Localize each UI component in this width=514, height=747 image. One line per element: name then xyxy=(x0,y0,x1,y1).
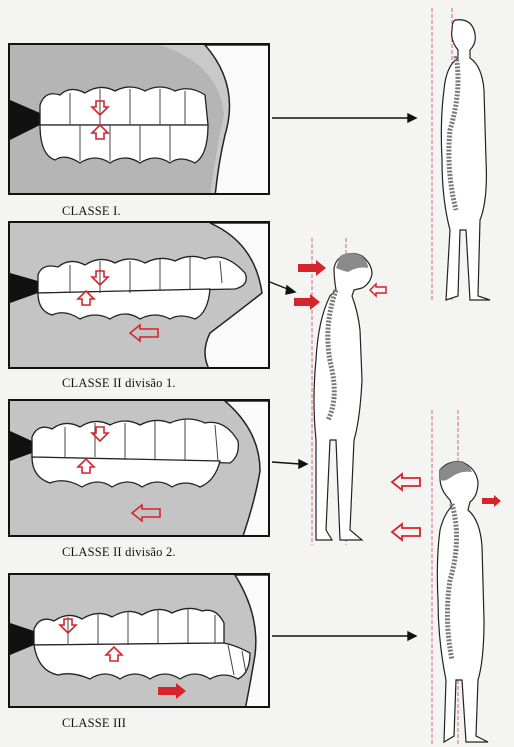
red-arrow-icon xyxy=(392,524,420,540)
head-hair xyxy=(336,253,368,272)
dental-panel-classe-3 xyxy=(8,573,270,708)
posture-figure-classe-3 xyxy=(392,410,501,744)
caption-classe-1: CLASSE I. xyxy=(62,204,121,219)
arrow-line-classe-2-div-2 xyxy=(272,462,300,464)
head-hair xyxy=(440,462,472,481)
caption-classe-2-div-2: CLASSE II divisão 2. xyxy=(62,545,176,560)
human-posture-silhouette-icon xyxy=(441,20,490,300)
dental-panel-classe-1 xyxy=(8,43,270,195)
human-posture-silhouette-icon xyxy=(314,253,372,540)
red-arrow-icon xyxy=(370,284,386,296)
connector-arrows xyxy=(270,114,416,640)
classe-3-teeth-illustration xyxy=(10,575,270,708)
red-arrow-icon xyxy=(294,294,320,310)
red-arrow-icon xyxy=(298,260,326,276)
classe-2-div-2-teeth-illustration xyxy=(10,401,270,537)
human-posture-silhouette-icon xyxy=(437,462,488,742)
arrow-head-icon xyxy=(299,460,307,468)
dental-panel-classe-2-div-2 xyxy=(8,399,270,537)
arrow-head-icon xyxy=(408,632,416,640)
spine-icon xyxy=(449,56,458,210)
classe-1-teeth-illustration xyxy=(10,45,270,195)
red-arrow-icon xyxy=(392,474,420,490)
spine-icon xyxy=(447,504,456,660)
red-arrow-icon xyxy=(482,495,501,507)
spine-icon xyxy=(328,290,336,420)
arrow-head-icon xyxy=(408,114,416,122)
arrow-line-classe-2-div-1 xyxy=(270,282,290,290)
classe-2-div-1-teeth-illustration xyxy=(10,223,270,369)
arrow-head-icon xyxy=(286,286,295,294)
caption-classe-3: CLASSE III xyxy=(62,716,126,731)
dental-panel-classe-2-div-1 xyxy=(8,221,270,369)
posture-figure-classe-2-div-1 xyxy=(294,238,386,545)
posture-figure-classe-1 xyxy=(432,8,490,302)
caption-classe-2-div-1: CLASSE II divisão 1. xyxy=(62,376,176,391)
